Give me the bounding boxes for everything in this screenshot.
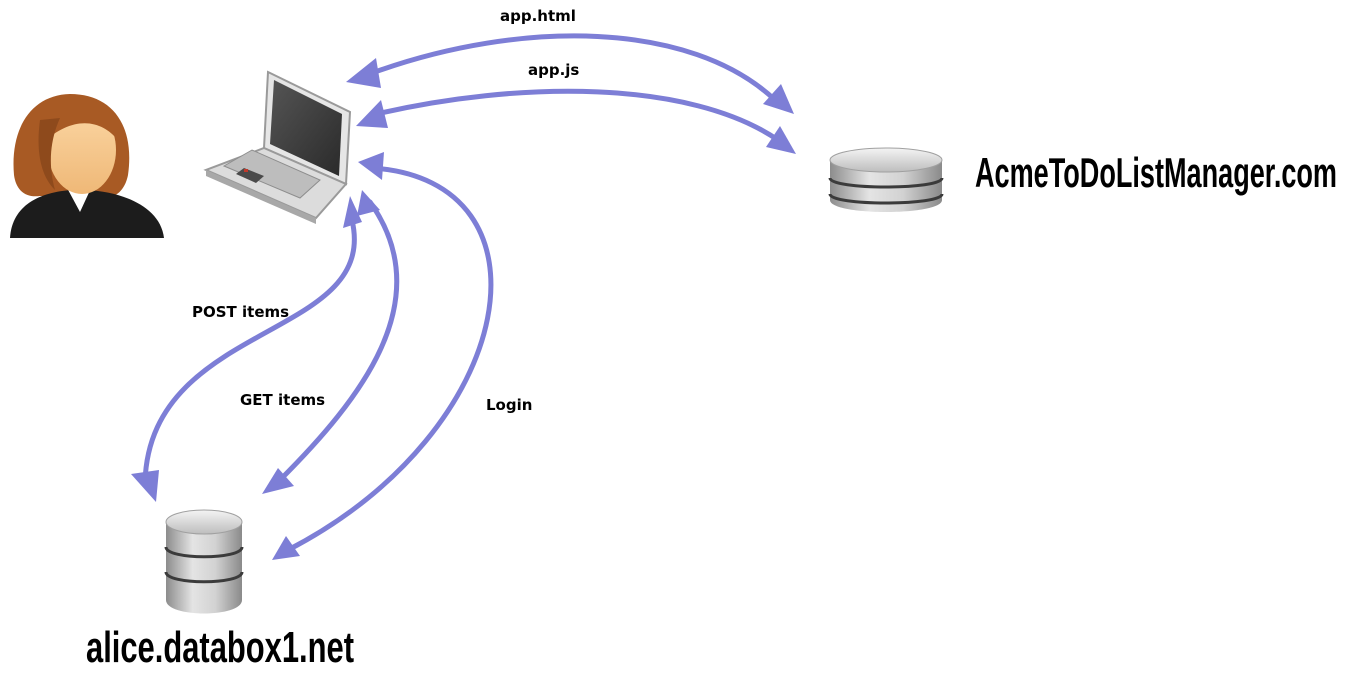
arrow-app-js xyxy=(369,88,781,143)
arrowhead-get-store xyxy=(262,468,294,494)
arrowhead-post-store xyxy=(131,470,159,502)
arrowhead-post-laptop xyxy=(343,196,362,228)
label-get-items: GET items xyxy=(240,391,325,409)
label-app-js: app.js xyxy=(528,61,579,79)
arrowhead-get-laptop xyxy=(357,190,380,216)
laptop-icon xyxy=(203,70,352,224)
personal-store-database-icon xyxy=(164,509,244,614)
arrowhead-app-html-server xyxy=(763,84,794,114)
arrowhead-login-store xyxy=(272,536,300,560)
arrow-get-items xyxy=(277,199,400,483)
user-avatar-icon xyxy=(10,94,164,238)
personal-store-label: alice.databox1.net xyxy=(86,623,354,672)
label-app-html: app.html xyxy=(500,7,576,25)
arrowhead-login-laptop xyxy=(358,152,384,180)
arrow-post-items xyxy=(142,217,357,485)
arrow-login xyxy=(285,165,494,553)
arrowhead-app-js-server xyxy=(766,126,796,154)
app-server-database-icon xyxy=(828,147,944,212)
label-post-items: POST items xyxy=(192,303,289,321)
label-login: Login xyxy=(486,396,532,414)
arrowhead-app-html-laptop xyxy=(346,58,381,88)
app-server-label: AcmeToDoListManager.com xyxy=(975,149,1337,196)
arrows-layer xyxy=(142,33,781,553)
arrowhead-app-js-laptop xyxy=(356,100,388,128)
arrowheads-layer xyxy=(131,58,796,560)
arrow-app-html xyxy=(372,33,778,103)
